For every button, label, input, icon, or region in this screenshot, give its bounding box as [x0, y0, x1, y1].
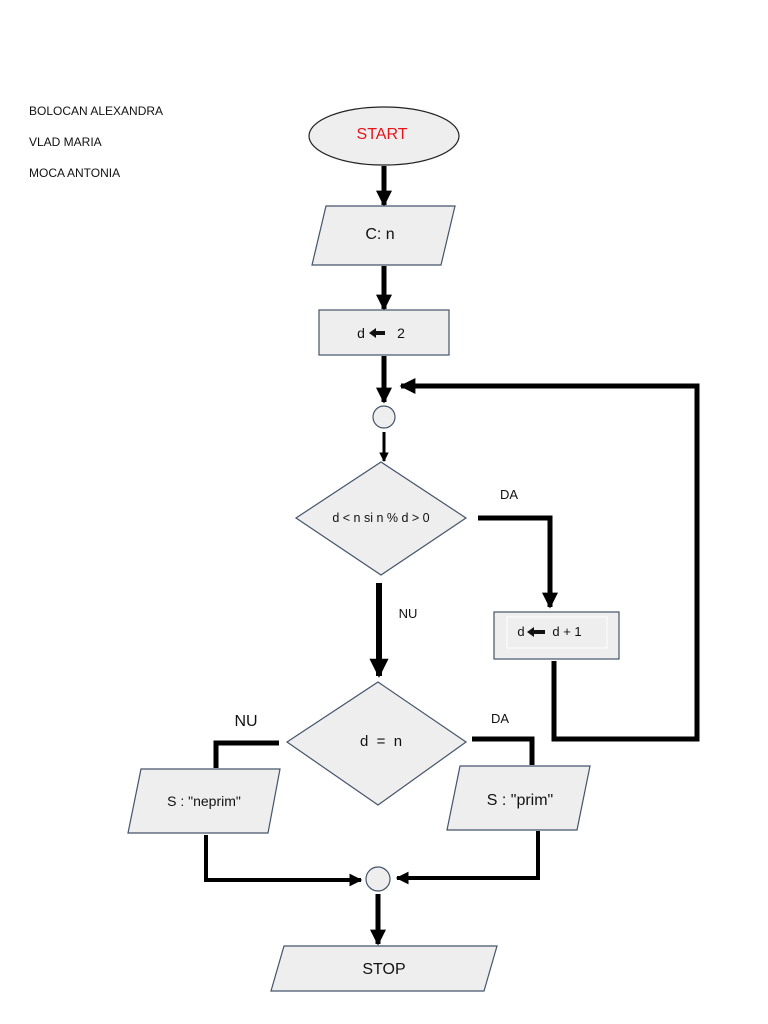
- arrow-loop-back: [399, 377, 700, 742]
- loop-condition: d < n si n % d > 0: [332, 511, 429, 525]
- assign-arrow-icon: [369, 328, 385, 338]
- merge-junction: [365, 866, 391, 892]
- start-terminator: [308, 106, 460, 166]
- check-no-label: NU: [234, 713, 257, 730]
- init-target: d: [357, 325, 365, 341]
- author-list: BOLOCAN ALEXANDRA VLAD MARIA MOCA ANTONI…: [29, 96, 163, 189]
- output-prim-label: S : "prim": [487, 792, 553, 809]
- output-neprim-label: S : "neprim": [167, 793, 241, 809]
- arrow-loop-yes: [478, 515, 559, 609]
- input-label: C: n: [365, 226, 394, 243]
- check-decision: [285, 681, 468, 806]
- check-yes-label: DA: [491, 711, 509, 726]
- input-node: [311, 205, 456, 266]
- increment-inner-box: [506, 616, 608, 649]
- arrow-check-yes: [472, 736, 535, 765]
- loop-no-label: NU: [399, 606, 418, 621]
- init-node: [318, 309, 450, 356]
- author-name: VLAD MARIA: [29, 135, 102, 149]
- stop-label: STOP: [362, 961, 405, 978]
- author-name: BOLOCAN ALEXANDRA: [29, 104, 164, 118]
- loop-yes-label: DA: [500, 487, 518, 502]
- increment-expr: d + 1: [552, 624, 581, 639]
- output-neprim-node: [127, 768, 281, 834]
- increment-node: [493, 611, 620, 660]
- author-name: MOCA ANTONIA: [29, 166, 121, 180]
- output-prim-node: [446, 765, 591, 831]
- arrow-neprim-merge: [204, 835, 363, 887]
- stop-node: [270, 945, 498, 992]
- loop-junction: [372, 405, 396, 429]
- increment-target: d: [517, 624, 524, 639]
- arrow-check-no: [213, 740, 279, 768]
- check-condition: d = n: [360, 733, 402, 750]
- start-label: START: [357, 126, 408, 143]
- arrow-prim-merge: [395, 831, 540, 885]
- init-value: 2: [397, 325, 405, 341]
- assign-arrow-icon: [527, 627, 545, 637]
- loop-decision: [294, 461, 468, 576]
